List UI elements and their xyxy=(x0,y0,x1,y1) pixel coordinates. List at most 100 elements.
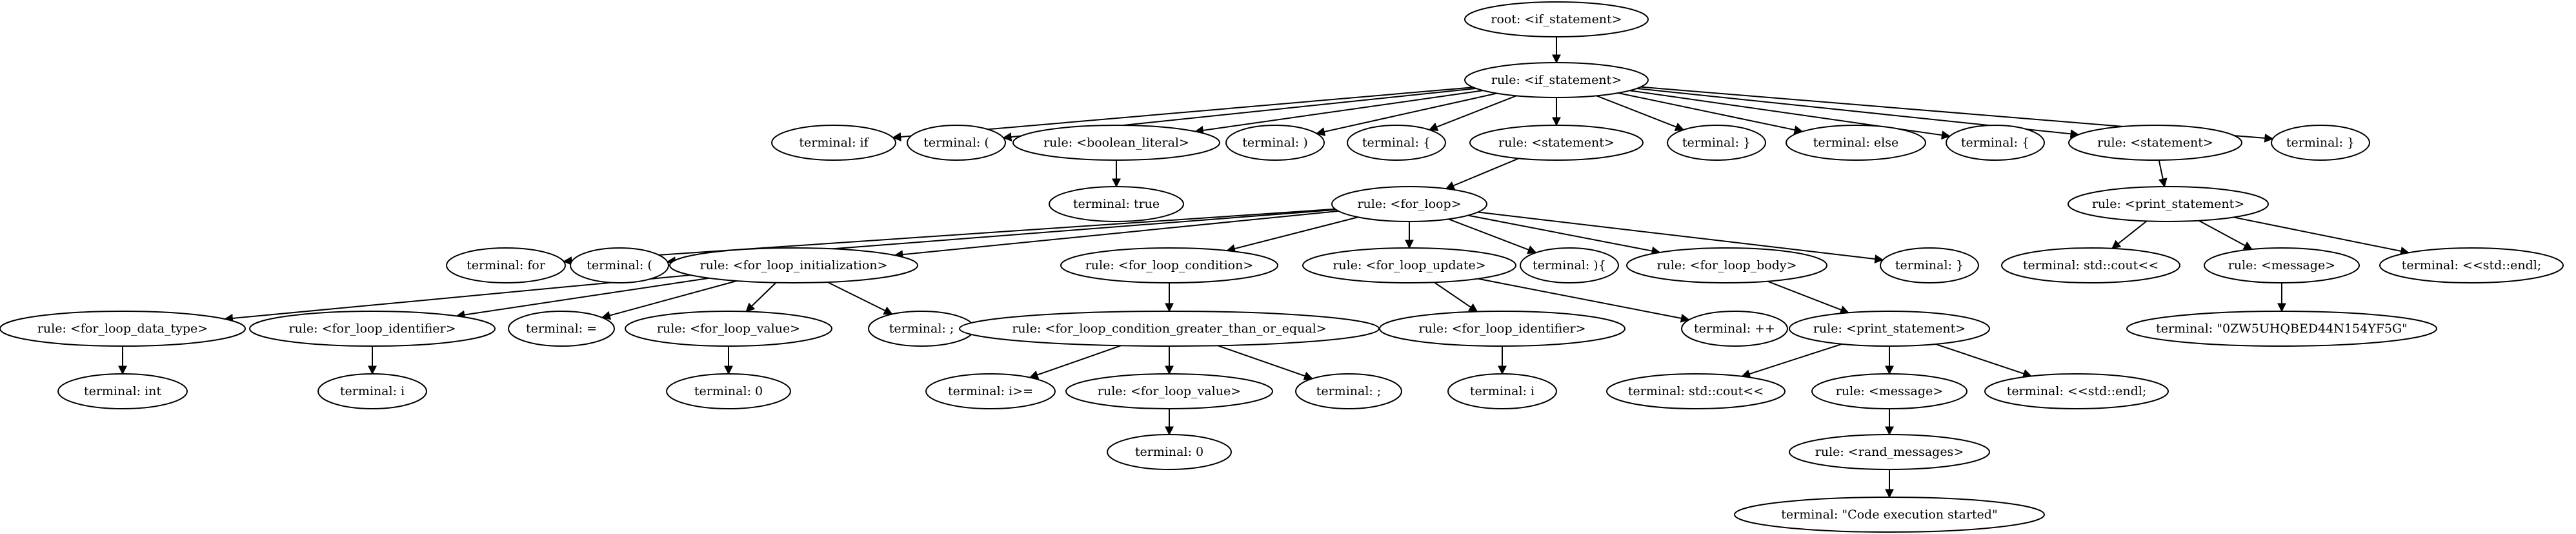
edge-forloop-to-fcond xyxy=(1226,216,1358,253)
edge-if-to-t_rp xyxy=(1316,92,1497,136)
node-label: terminal: std::cout<< xyxy=(2023,258,2158,272)
node-ellipse xyxy=(2068,125,2242,161)
tree-node-fval2: rule: <for_loop_value> xyxy=(1065,373,1273,409)
tree-node-t_for: terminal: for xyxy=(446,247,566,283)
node-ellipse xyxy=(2379,247,2564,283)
node-label: rule: <print_statement> xyxy=(1813,322,1966,336)
node-ellipse xyxy=(570,247,669,283)
node-ellipse xyxy=(1379,311,1625,347)
node-ellipse xyxy=(1984,373,2169,409)
edge-print2-to-t_endl2 xyxy=(1935,343,2033,378)
node-label: terminal: ){ xyxy=(1533,258,1606,272)
node-label: rule: <for_loop_update> xyxy=(1333,258,1485,272)
tree-node-t_endl1: terminal: <<std::endl; xyxy=(2379,247,2564,283)
node-label: terminal: { xyxy=(1362,136,1431,150)
tree-node-msg1: rule: <message> xyxy=(2204,247,2360,283)
tree-node-if: rule: <if_statement> xyxy=(1464,62,1649,98)
node-label: rule: <for_loop> xyxy=(1357,197,1461,211)
node-label: terminal: ( xyxy=(587,258,652,272)
tree-node-t_lp2: terminal: ( xyxy=(570,247,669,283)
node-label: root: <if_statement> xyxy=(1491,12,1622,26)
tree-node-t_semi2: terminal: ; xyxy=(1295,373,1402,409)
node-ellipse xyxy=(1447,373,1557,409)
node-label: rule: <for_loop_body> xyxy=(1656,258,1796,272)
node-label: rule: <for_loop_condition> xyxy=(1085,258,1254,272)
node-ellipse xyxy=(1946,125,2045,161)
tree-node-fid1: rule: <for_loop_identifier> xyxy=(249,311,496,347)
node-label: terminal: ; xyxy=(889,322,954,336)
node-label: rule: <for_loop_identifier> xyxy=(288,322,456,336)
tree-node-fid2: rule: <for_loop_identifier> xyxy=(1379,311,1625,347)
node-label: rule: <for_loop_identifier> xyxy=(1418,322,1585,336)
node-ellipse xyxy=(1626,247,1827,283)
tree-node-t_true: terminal: true xyxy=(1049,186,1184,222)
node-ellipse xyxy=(771,125,896,161)
node-ellipse xyxy=(1065,373,1273,409)
node-label: terminal: else xyxy=(1813,136,1898,150)
edge-if-to-bool xyxy=(1194,90,1484,135)
node-ellipse xyxy=(2271,125,2370,161)
node-label: rule: <message> xyxy=(1836,384,1943,398)
node-label: terminal: i>= xyxy=(948,384,1033,398)
node-ellipse xyxy=(0,311,246,347)
edge-forloop-to-finit xyxy=(894,210,1339,260)
node-label: rule: <message> xyxy=(2228,258,2335,272)
node-ellipse xyxy=(1880,247,1979,283)
tree-node-t_igte: terminal: i>= xyxy=(925,373,1056,409)
edge-print1-to-t_cout1 xyxy=(2111,220,2148,249)
node-label: terminal: i xyxy=(340,384,405,398)
node-label: terminal: <<std::endl; xyxy=(2402,258,2541,272)
tree-node-msg2: rule: <message> xyxy=(1811,373,1967,409)
tree-node-bool: rule: <boolean_literal> xyxy=(1012,125,1220,161)
node-ellipse xyxy=(1667,125,1766,161)
node-ellipse xyxy=(1734,497,2045,533)
tree-node-fupd: rule: <for_loop_update> xyxy=(1302,247,1516,283)
edge-print1-to-msg1 xyxy=(2199,220,2253,250)
edge-fupd-to-fid2 xyxy=(1434,282,1478,313)
tree-node-t_str1: terminal: "0ZW5UHQBED44N154YF5G" xyxy=(2126,311,2437,347)
node-label: terminal: int xyxy=(84,384,161,398)
node-label: terminal: for xyxy=(467,258,546,272)
tree-node-t_if: terminal: if xyxy=(771,125,896,161)
node-label: terminal: <<std::endl; xyxy=(2007,384,2146,398)
node-ellipse xyxy=(1225,125,1325,161)
edge-print1-to-t_endl1 xyxy=(2233,216,2410,256)
edge-fgte-to-t_semi2 xyxy=(1217,345,1314,380)
tree-node-t_i1: terminal: i xyxy=(317,373,427,409)
edge-forloop-to-t_rb3 xyxy=(1478,211,1884,263)
node-label: rule: <for_loop_data_type> xyxy=(37,322,208,336)
edge-fbody-to-print2 xyxy=(1767,280,1849,314)
tree-node-t_pp: terminal: ++ xyxy=(1681,311,1788,347)
node-label: terminal: ) xyxy=(1242,136,1308,150)
node-ellipse xyxy=(1107,434,1232,470)
tree-node-fbody: rule: <for_loop_body> xyxy=(1626,247,1827,283)
node-label: rule: <for_loop_value> xyxy=(1098,384,1241,398)
tree-node-fval1: rule: <for_loop_value> xyxy=(625,311,832,347)
tree-node-t_lb1: terminal: { xyxy=(1347,125,1446,161)
node-label: terminal: ++ xyxy=(1694,322,1775,336)
tree-node-t_rpb: terminal: ){ xyxy=(1520,247,1619,283)
tree-node-randmsg: rule: <rand_messages> xyxy=(1789,434,1990,470)
node-ellipse xyxy=(925,373,1056,409)
edge-stmt1-to-forloop xyxy=(1445,158,1520,190)
node-label: terminal: ( xyxy=(923,136,989,150)
edge-fgte-to-t_igte xyxy=(1029,345,1122,380)
node-ellipse xyxy=(1469,125,1644,161)
node-label: terminal: } xyxy=(1895,258,1964,272)
node-label: rule: <statement> xyxy=(1498,136,1615,150)
node-label: rule: <print_statement> xyxy=(2092,197,2244,211)
node-ellipse xyxy=(1606,373,1786,409)
node-ellipse xyxy=(1012,125,1220,161)
node-ellipse xyxy=(1811,373,1967,409)
tree-node-fcond: rule: <for_loop_condition> xyxy=(1060,247,1278,283)
tree-node-print2: rule: <print_statement> xyxy=(1789,311,1990,347)
edge-stmt2-to-print1 xyxy=(2158,159,2168,188)
tree-node-t_i2: terminal: i xyxy=(1447,373,1557,409)
tree-node-stmt1: rule: <statement> xyxy=(1469,125,1644,161)
node-label: rule: <if_statement> xyxy=(1491,73,1622,87)
tree-node-t_str2: terminal: "Code execution started" xyxy=(1734,497,2045,533)
node-ellipse xyxy=(2126,311,2437,347)
node-ellipse xyxy=(1789,311,1990,347)
node-ellipse xyxy=(1786,125,1926,161)
